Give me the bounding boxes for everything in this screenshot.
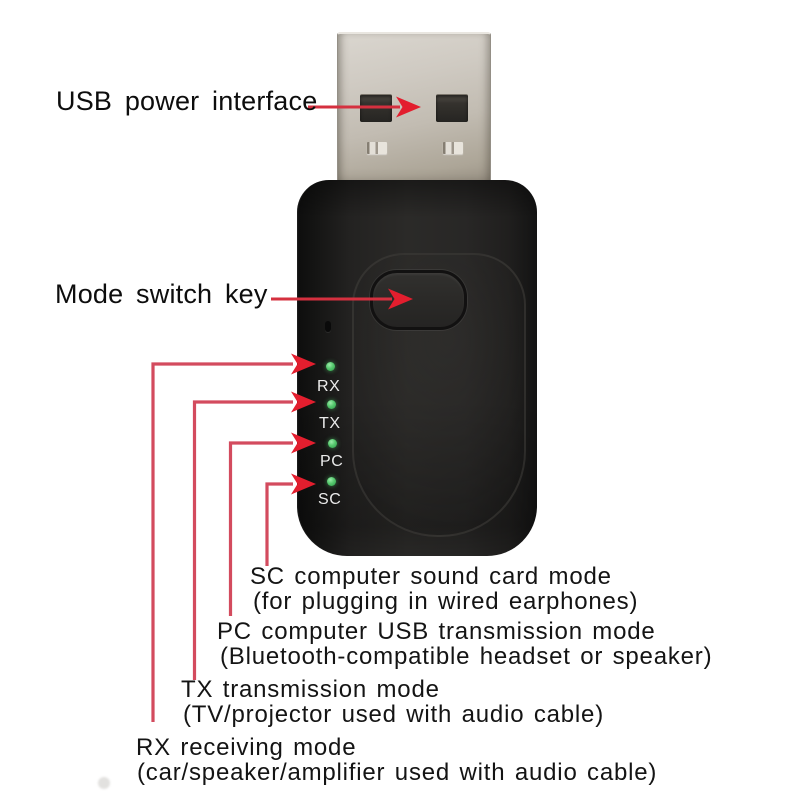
tx-arrowhead-icon [291, 391, 316, 413]
mode-arrowhead-icon [388, 288, 413, 310]
mic-hole [325, 321, 331, 332]
led-dot-pc [328, 439, 337, 448]
led-label-sc: SC [318, 491, 342, 508]
mode-title-rx: RX receiving mode [136, 734, 357, 761]
tx-callout-line [192, 400, 293, 680]
usb-contact-pin-right [443, 142, 463, 154]
usb-power-label: USB power interface [56, 86, 318, 116]
pc-arrowhead-icon [291, 432, 316, 454]
led-dot-tx [327, 400, 336, 409]
rx-arrowhead-icon [291, 353, 316, 375]
mode-switch-button [370, 270, 467, 330]
mode-title-pc: PC computer USB transmission mode [217, 618, 656, 645]
led-label-tx: TX [319, 415, 341, 432]
usb-contact-window-right [436, 94, 468, 122]
usb-arrowhead-icon [396, 96, 421, 118]
mode-subtitle-rx: (car/speaker/amplifier used with audio c… [137, 758, 658, 786]
mode-desc-tx: TX transmission mode (TV/projector used … [181, 676, 604, 728]
mode-title-tx: TX transmission mode [181, 676, 440, 703]
usb-contact-pin-left [367, 142, 387, 154]
pc-callout-line [228, 441, 293, 616]
mode-switch-label: Mode switch key [55, 279, 268, 309]
sc-callout-line [265, 482, 293, 566]
mode-subtitle-tx: (TV/projector used with audio cable) [183, 700, 604, 728]
led-dot-rx [326, 362, 335, 371]
mode-subtitle-pc: (Bluetooth-compatible headset or speaker… [220, 642, 713, 670]
mode-desc-pc: PC computer USB transmission mode (Bluet… [217, 618, 713, 670]
rx-callout-line [151, 362, 293, 722]
led-label-rx: RX [317, 378, 341, 395]
mode-title-sc: SC computer sound card mode [250, 563, 612, 590]
sc-arrowhead-icon [291, 473, 316, 495]
usb-connector [337, 32, 491, 187]
mode-desc-sc: SC computer sound card mode (for pluggin… [250, 563, 639, 615]
photo-artifact [98, 777, 110, 789]
mode-subtitle-sc: (for plugging in wired earphones) [253, 587, 639, 615]
mode-desc-rx: RX receiving mode (car/speaker/amplifier… [136, 734, 658, 786]
led-label-pc: PC [320, 453, 344, 470]
led-dot-sc [327, 477, 336, 486]
